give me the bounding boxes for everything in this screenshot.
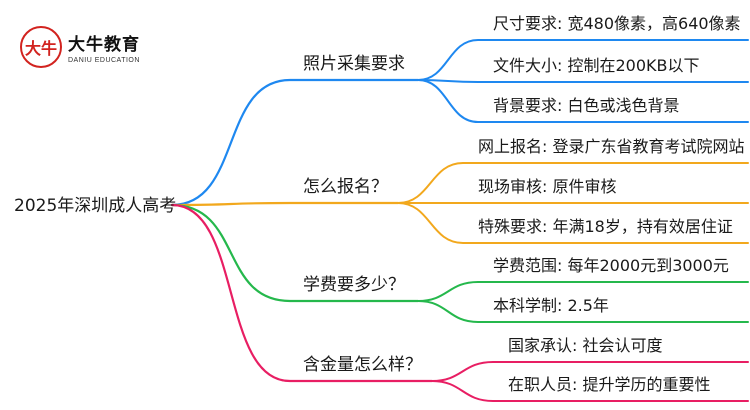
leaf-connector bbox=[431, 380, 749, 402]
leaf-online-registration: 网上报名: 登录广东省教育考试院网站 bbox=[478, 137, 745, 156]
leaf-study-length: 本科学制: 2.5年 bbox=[493, 296, 609, 315]
leaf-connector bbox=[397, 162, 749, 204]
leaf-connector bbox=[417, 281, 749, 302]
leaf-in-service: 在职人员: 提升学历的重要性 bbox=[508, 375, 711, 394]
leaf-connector bbox=[417, 79, 749, 123]
branch-how-to-register: 怎么报名？ bbox=[303, 177, 388, 197]
leaf-connector bbox=[417, 79, 749, 83]
leaf-file-size: 文件大小: 控制在200KB以下 bbox=[493, 56, 700, 75]
leaf-connector bbox=[417, 39, 749, 81]
logo-name-en: DANIU EDUCATION bbox=[68, 57, 140, 64]
branch-value: 含金量怎么样？ bbox=[303, 355, 422, 375]
leaf-onsite-review: 现场审核: 原件审核 bbox=[478, 177, 617, 196]
leaf-connector bbox=[417, 300, 749, 323]
leaf-connector bbox=[397, 202, 749, 244]
logo-name-cn: 大牛教育 bbox=[68, 35, 140, 55]
leaf-special-requirement: 特殊要求: 年满18岁，持有效居住证 bbox=[478, 217, 733, 236]
leaf-connector bbox=[431, 361, 749, 382]
root-topic: 2025年深圳成人高考 bbox=[14, 196, 177, 216]
branch-photo-requirements: 照片采集要求 bbox=[303, 54, 405, 74]
leaf-national-recognition: 国家承认: 社会认可度 bbox=[508, 336, 663, 355]
leaf-background: 背景要求: 白色或浅色背景 bbox=[493, 96, 680, 115]
branch-tuition: 学费要多少？ bbox=[303, 275, 405, 295]
branch-connector bbox=[170, 201, 400, 207]
branch-connector bbox=[170, 203, 420, 303]
leaf-tuition-range: 学费范围: 每年2000元到3000元 bbox=[493, 256, 729, 275]
brand-logo: 大牛 大牛教育 DANIU EDUCATION bbox=[20, 26, 140, 68]
branch-connector bbox=[170, 78, 420, 207]
leaf-size-requirement: 尺寸要求: 宽480像素，高640像素 bbox=[493, 14, 741, 33]
logo-seal-icon: 大牛 bbox=[20, 26, 62, 68]
branch-connector bbox=[170, 203, 434, 383]
